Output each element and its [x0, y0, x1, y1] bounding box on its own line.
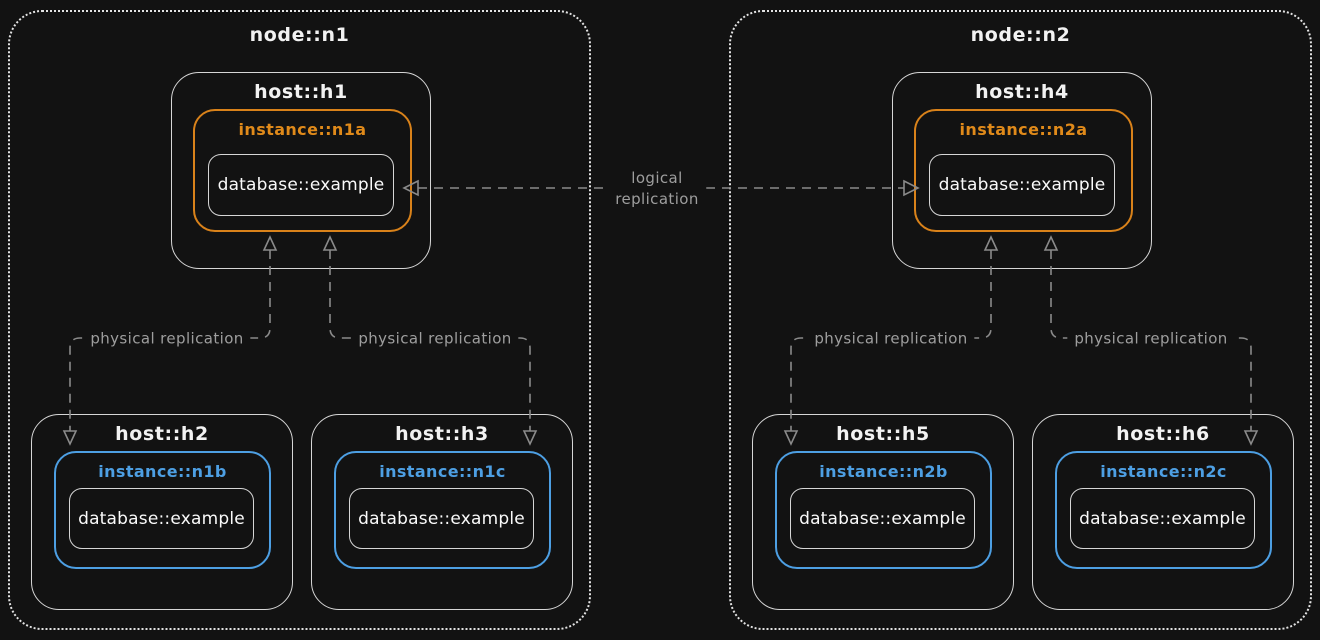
node-n1-container: node::n1	[8, 10, 591, 630]
host-h2-title: host::h2	[115, 423, 209, 445]
arrowhead-down-icon	[1243, 430, 1259, 446]
database-example-h3: database::example	[349, 488, 534, 549]
host-h4-title: host::h4	[975, 81, 1069, 103]
database-example-h2-label: database::example	[78, 508, 245, 529]
database-example-h1: database::example	[208, 154, 394, 216]
node-n2-title: node::n2	[970, 24, 1071, 46]
physical-replication-label-3: physical replication	[807, 328, 975, 350]
arrowhead-up-icon	[1043, 235, 1059, 251]
host-h1-box: host::h1	[171, 72, 431, 269]
physical-replication-label-1: physical replication	[83, 328, 251, 350]
database-example-h5: database::example	[790, 488, 975, 549]
arrowhead-down-icon	[522, 430, 538, 446]
host-h3-title: host::h3	[395, 423, 489, 445]
host-h1-title: host::h1	[254, 81, 348, 103]
host-h2-box: host::h2	[31, 414, 293, 610]
instance-n1c-box: instance::n1c	[334, 451, 551, 569]
database-example-h2: database::example	[69, 488, 254, 549]
database-example-h6: database::example	[1070, 488, 1255, 549]
host-h5-box: host::h5	[752, 414, 1014, 610]
logical-replication-label: logical replication	[608, 168, 706, 210]
instance-n2c-box: instance::n2c	[1055, 451, 1272, 569]
instance-n1c-title: instance::n1c	[379, 462, 506, 481]
arrowhead-right-icon	[903, 179, 920, 197]
host-h3-box: host::h3	[311, 414, 573, 610]
database-example-h4-label: database::example	[938, 175, 1106, 195]
instance-n2a-box: instance::n2a	[914, 109, 1133, 232]
arrowhead-left-icon	[402, 179, 419, 197]
node-n2-container: node::n2	[729, 10, 1312, 630]
physical-replication-label-2: physical replication	[351, 328, 519, 350]
logical-replication-label-line2: replication	[615, 190, 699, 208]
instance-n1b-title: instance::n1b	[98, 462, 227, 481]
database-example-h6-label: database::example	[1079, 508, 1246, 529]
arrowhead-up-icon	[262, 235, 278, 251]
arrowhead-down-icon	[783, 430, 799, 446]
node-n1-title: node::n1	[249, 24, 350, 46]
database-example-h1-label: database::example	[217, 175, 385, 195]
host-h4-box: host::h4	[892, 72, 1152, 269]
instance-n1a-box: instance::n1a	[193, 109, 412, 232]
arrowhead-up-icon	[322, 235, 338, 251]
host-h6-box: host::h6	[1032, 414, 1294, 610]
instance-n1a-title: instance::n1a	[238, 120, 367, 139]
logical-replication-label-line1: logical	[631, 169, 683, 187]
arrowhead-down-icon	[62, 430, 78, 446]
instance-n2b-box: instance::n2b	[775, 451, 992, 569]
host-h5-title: host::h5	[836, 423, 930, 445]
database-example-h4: database::example	[929, 154, 1115, 216]
host-h6-title: host::h6	[1116, 423, 1210, 445]
instance-n2a-title: instance::n2a	[959, 120, 1088, 139]
arrowhead-up-icon	[983, 235, 999, 251]
database-example-h5-label: database::example	[799, 508, 966, 529]
instance-n2b-title: instance::n2b	[819, 462, 948, 481]
physical-replication-label-4: physical replication	[1067, 328, 1235, 350]
instance-n1b-box: instance::n1b	[54, 451, 271, 569]
database-example-h3-label: database::example	[358, 508, 525, 529]
instance-n2c-title: instance::n2c	[1100, 462, 1227, 481]
